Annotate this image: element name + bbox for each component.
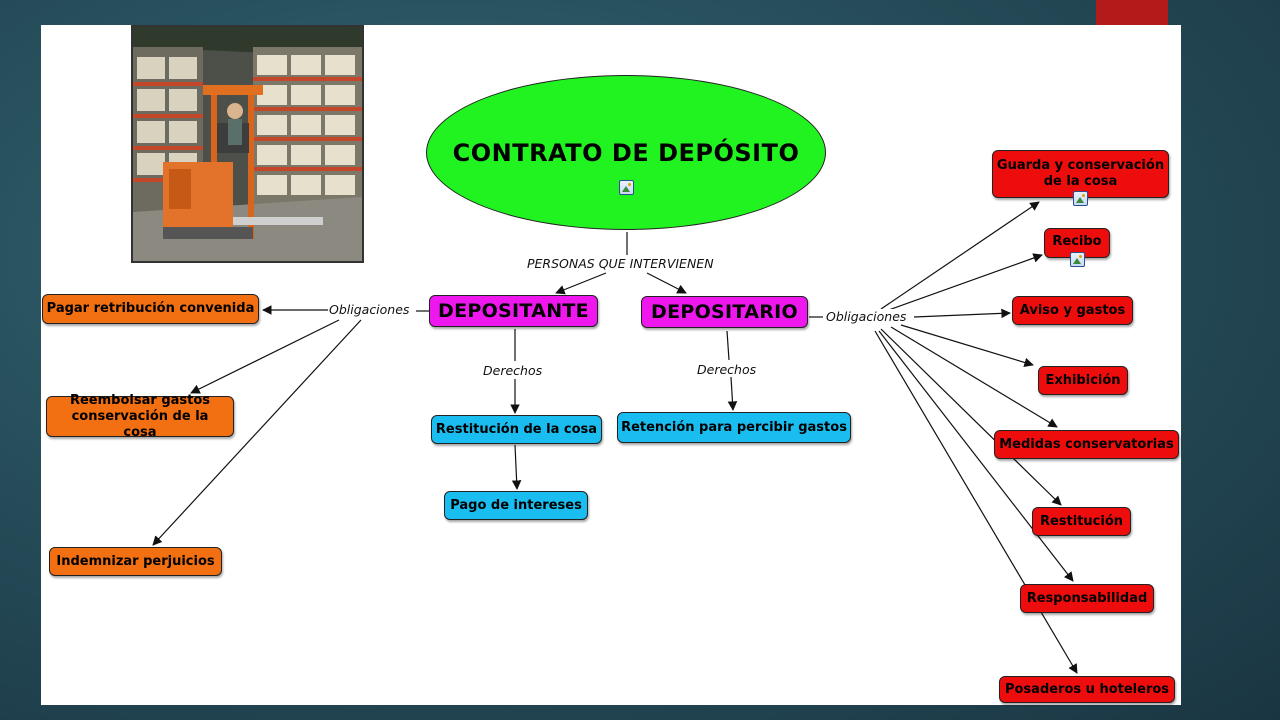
obligation-node[interactable]: Medidas conservatorias xyxy=(994,430,1179,459)
obligation-node[interactable]: Responsabilidad xyxy=(1020,584,1154,613)
obligation-label: Guarda y conservación de la cosa xyxy=(997,158,1165,190)
obligation-label: Restitución xyxy=(1040,514,1123,530)
central-concept-label: CONTRATO DE DEPÓSITO xyxy=(453,139,800,167)
obligation-node[interactable]: Indemnizar perjuicios xyxy=(49,547,222,576)
obligation-label: Medidas conservatorias xyxy=(999,437,1173,453)
depositario-label: DEPOSITARIO xyxy=(651,304,798,320)
link-label-personas: PERSONAS QUE INTERVIENEN xyxy=(527,256,714,271)
obligation-label: Pagar retribución convenida xyxy=(47,301,255,317)
right-node[interactable]: Restitución de la cosa xyxy=(431,415,602,444)
image-attachment-icon[interactable] xyxy=(1073,191,1088,206)
image-attachment-icon[interactable] xyxy=(619,180,634,195)
obligation-node[interactable]: Posaderos u hoteleros xyxy=(999,676,1175,703)
right-node[interactable]: Pago de intereses xyxy=(444,491,588,520)
image-attachment-icon[interactable] xyxy=(1070,252,1085,267)
obligation-label: Posaderos u hoteleros xyxy=(1005,682,1169,698)
obligation-label: Aviso y gastos xyxy=(1020,303,1125,319)
depositante-label: DEPOSITANTE xyxy=(438,303,589,319)
obligation-label: Reembolsar gastos conservación de la cos… xyxy=(60,393,220,441)
obligation-node[interactable]: Pagar retribución convenida xyxy=(42,294,259,324)
obligation-label: Recibo xyxy=(1052,234,1101,250)
obligation-node[interactable]: Exhibición xyxy=(1038,366,1128,395)
right-node[interactable]: Retención para percibir gastos xyxy=(617,412,851,443)
link-label-derechos-depositante: Derechos xyxy=(483,363,542,378)
depositario-node[interactable]: DEPOSITARIO xyxy=(641,296,808,328)
right-label: Restitución de la cosa xyxy=(436,422,597,438)
obligation-node[interactable]: Aviso y gastos xyxy=(1012,296,1133,325)
link-label-obligaciones-depositante: Obligaciones xyxy=(329,302,409,317)
right-label: Pago de intereses xyxy=(450,498,582,514)
right-label: Retención para percibir gastos xyxy=(621,420,847,436)
obligation-label: Exhibición xyxy=(1045,373,1120,389)
central-concept[interactable]: CONTRATO DE DEPÓSITO xyxy=(426,75,826,230)
obligation-node[interactable]: Restitución xyxy=(1032,507,1131,536)
concept-map-slide: CONTRATO DE DEPÓSITO PERSONAS QUE INTERV… xyxy=(41,25,1181,705)
obligation-node[interactable]: Reembolsar gastos conservación de la cos… xyxy=(46,396,234,437)
obligation-label: Responsabilidad xyxy=(1027,591,1148,607)
link-label-obligaciones-depositario: Obligaciones xyxy=(826,309,906,324)
accent-bar xyxy=(1096,0,1168,25)
obligation-label: Indemnizar perjuicios xyxy=(56,554,214,570)
depositante-node[interactable]: DEPOSITANTE xyxy=(429,295,598,327)
link-label-derechos-depositario: Derechos xyxy=(697,362,756,377)
